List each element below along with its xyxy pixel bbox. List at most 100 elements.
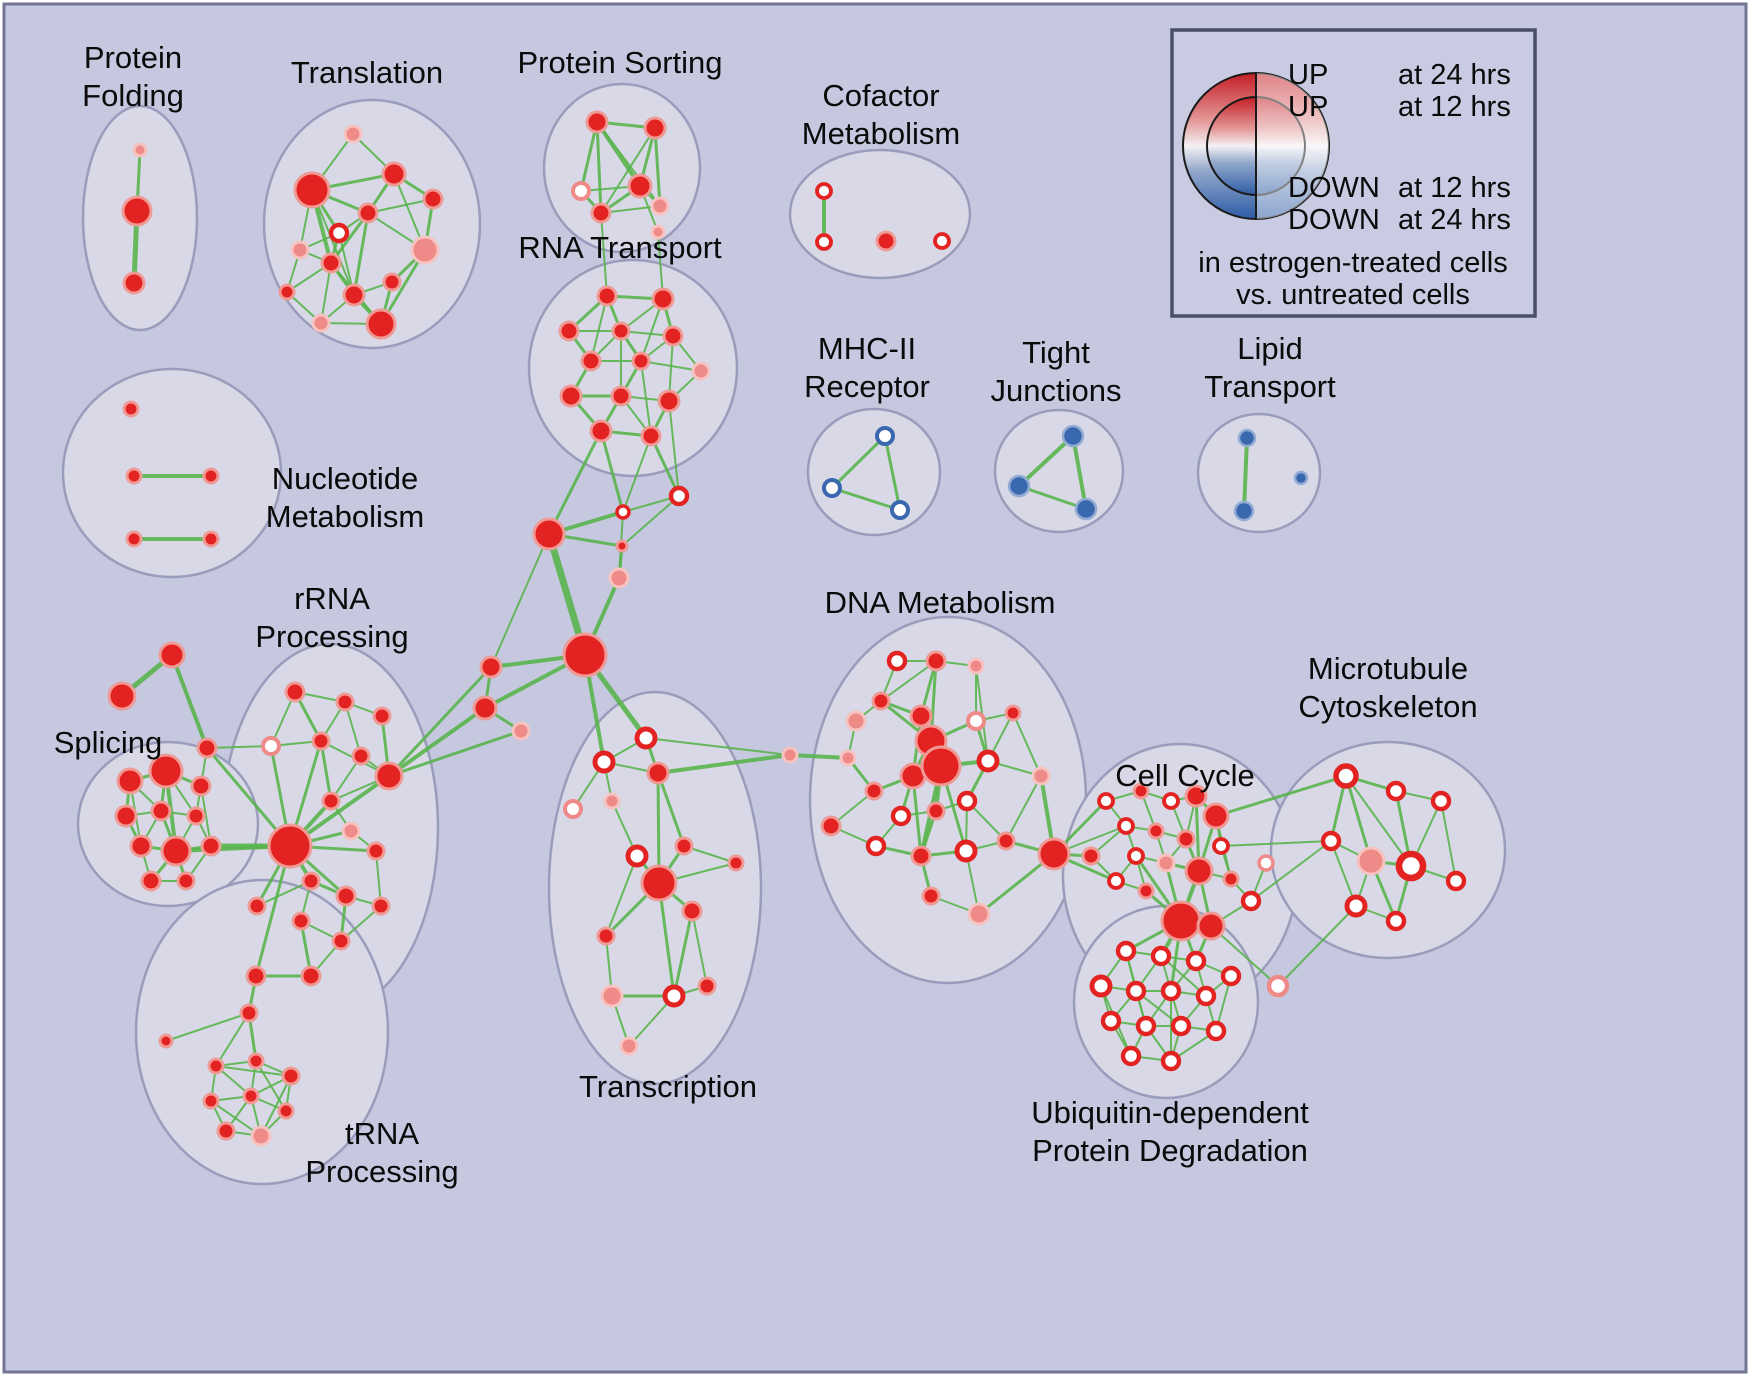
node-c17: [1196, 911, 1226, 941]
edge-c18-m4: [1250, 840, 1332, 902]
node-x3: [196, 737, 218, 759]
node-s4: [114, 804, 138, 828]
node-D: [615, 539, 629, 553]
node-tn6: [281, 1066, 301, 1086]
node-tn10: [216, 1121, 236, 1141]
edge-r5-r9: [319, 739, 333, 803]
node-tn1: [245, 965, 267, 987]
legend: UP at 24 hrs UP at 12 hrs DOWN at 12 hrs…: [1170, 28, 1537, 318]
node-c15: [1137, 882, 1155, 900]
node-mh1: [875, 426, 895, 446]
edge-c9-m4: [1220, 840, 1332, 847]
node-nm5: [202, 530, 220, 548]
node-c12: [1184, 856, 1214, 886]
node-G: [479, 655, 503, 679]
edge-tr3-tr7: [656, 771, 686, 848]
edge-ps5-rt1: [600, 212, 608, 297]
edge-G-C: [490, 533, 550, 668]
node-rt8: [691, 361, 711, 381]
node-cf1: [815, 182, 833, 200]
node-I: [511, 721, 531, 741]
node-nm3: [202, 467, 220, 485]
node-r16: [331, 931, 351, 951]
node-tj1: [1061, 424, 1085, 448]
node-d20: [865, 835, 887, 857]
node-tr15: [619, 1036, 639, 1056]
node-c13: [1222, 870, 1240, 888]
node-rt12: [589, 419, 613, 443]
node-u5: [1125, 980, 1147, 1002]
cluster-trna-processing: [134, 878, 390, 1186]
edge-mh1-mh3: [883, 434, 902, 512]
node-d15: [1031, 766, 1051, 786]
node-t13: [311, 313, 331, 333]
node-tr1: [634, 726, 658, 750]
edge-C-rt12: [547, 429, 603, 536]
edge-lt1-lt2: [1242, 436, 1249, 513]
node-tr7: [674, 836, 694, 856]
node-t11: [342, 283, 366, 307]
edge-r12-r17: [256, 880, 312, 907]
node-ps1: [585, 110, 609, 134]
node-d14: [976, 749, 1000, 773]
node-tr5: [563, 799, 583, 819]
node-u12: [1205, 1020, 1227, 1042]
node-u1: [1115, 940, 1137, 962]
node-cf4: [933, 232, 951, 250]
node-tr9: [727, 854, 745, 872]
node-d1: [886, 650, 908, 672]
node-m8: [1344, 894, 1368, 918]
node-d23: [996, 831, 1016, 851]
node-d16: [890, 805, 912, 827]
legend-caption-line2: vs. untreated cells: [1236, 279, 1470, 311]
node-rt11: [657, 389, 681, 413]
node-d22: [954, 839, 978, 863]
edge-t2-t11: [311, 189, 355, 296]
edge-m3-m7: [1440, 800, 1457, 882]
node-t3: [381, 161, 407, 187]
edge-ps2-ps6: [653, 126, 662, 208]
node-r4: [261, 736, 281, 756]
node-B: [615, 504, 631, 520]
node-d25: [967, 902, 991, 926]
node-r14: [371, 896, 391, 916]
node-c6: [1117, 817, 1135, 835]
node-tj2: [1007, 474, 1031, 498]
node-d2: [925, 650, 947, 672]
node-mh2: [822, 478, 842, 498]
node-r11: [366, 841, 386, 861]
edge-d23-d15: [1005, 775, 1042, 842]
cluster-label-protein-sorting: Protein Sorting: [517, 45, 722, 80]
edge-m1-m5: [1344, 774, 1373, 863]
node-tn3: [239, 1003, 259, 1023]
node-tn4: [207, 1057, 225, 1075]
node-nm4: [125, 530, 143, 548]
node-tr11: [596, 926, 616, 946]
node-d8: [966, 711, 986, 731]
node-lt1: [1237, 428, 1257, 448]
edge-tr3-cn1: [656, 753, 792, 775]
node-r2: [335, 692, 355, 712]
node-u13: [1120, 1045, 1142, 1067]
node-r12: [301, 871, 321, 891]
cluster-protein-sorting: [542, 82, 702, 254]
node-t10: [278, 283, 296, 301]
legend-faded-half: [1256, 73, 1329, 219]
cluster-label-translation: Translation: [291, 55, 443, 90]
edge-tn4-tn6: [215, 1065, 292, 1077]
legend-down-12-time: at 12 hrs: [1398, 172, 1511, 204]
edge-ps1-ps5: [595, 120, 603, 215]
edge-tr6-tr11: [605, 855, 638, 937]
node-cp: [1266, 974, 1290, 998]
node-tj3: [1074, 497, 1098, 521]
node-s1: [116, 767, 144, 795]
node-r3: [372, 706, 392, 726]
node-s8: [160, 835, 192, 867]
node-tr3: [646, 761, 670, 785]
node-s7: [129, 834, 153, 858]
node-s9: [200, 835, 222, 857]
